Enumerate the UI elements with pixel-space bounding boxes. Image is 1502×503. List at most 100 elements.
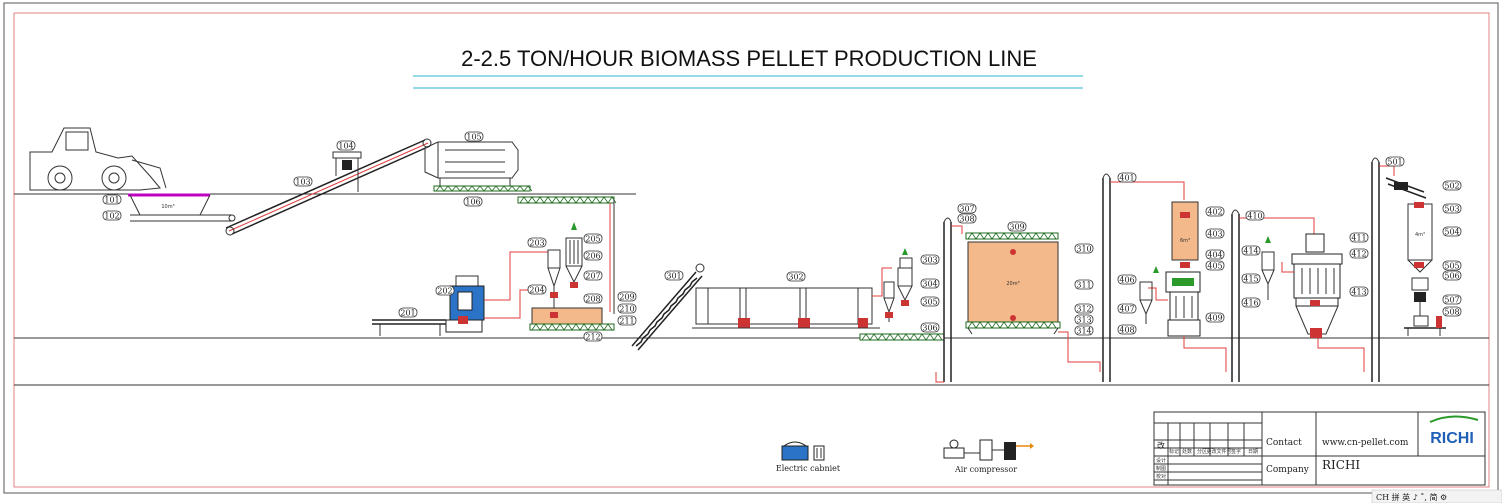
cyclone-203: [547, 249, 561, 316]
ime-toolbar-text: CH 拼 英 ♪ ˚, 简 ⚙: [1376, 492, 1447, 502]
chute-to-501: [1317, 338, 1365, 372]
inclined-screw-301: [631, 263, 705, 351]
svg-text:507: 507: [1444, 296, 1459, 305]
tag-411: 411: [1349, 232, 1369, 243]
air-duct-204: [484, 251, 548, 301]
tag-503: 503: [1442, 203, 1462, 214]
svg-text:106: 106: [465, 198, 480, 207]
sheet-border-outer: [3, 2, 1499, 494]
tag-404: 404: [1205, 249, 1225, 260]
tag-209: 209: [617, 291, 637, 302]
vibrating-screen-502: [1385, 177, 1427, 199]
screw-306-zigzag: [861, 333, 943, 341]
svg-text:404: 404: [1207, 251, 1222, 260]
bucket-elevator-307: [935, 217, 963, 383]
tag-102: 102: [102, 210, 122, 221]
tag-412: 412: [1349, 248, 1369, 259]
ime-toolbar[interactable]: [1371, 489, 1502, 503]
svg-text:403: 403: [1207, 230, 1222, 239]
tag-206: 206: [583, 250, 603, 261]
air-duct-303: [872, 267, 892, 297]
air-compressor-label: Air compressor: [954, 465, 1017, 474]
tag-207: 207: [583, 270, 603, 281]
tag-205: 205: [583, 233, 603, 244]
bucket-elevator-501: [1371, 157, 1395, 382]
electric-cabinet-label: Electric cabniet: [776, 464, 841, 473]
tag-508: 508: [1442, 306, 1462, 317]
title-block: [1153, 411, 1486, 486]
svg-text:503: 503: [1444, 205, 1459, 214]
svg-text:304: 304: [922, 280, 937, 289]
tag-413: 413: [1349, 286, 1369, 297]
svg-text:402: 402: [1207, 208, 1222, 217]
tag-202: 202: [435, 285, 455, 296]
svg-text:207: 207: [585, 272, 600, 281]
svg-text:506: 506: [1444, 272, 1459, 281]
tag-305: 305: [920, 296, 940, 307]
svg-text:405: 405: [1207, 262, 1222, 271]
screw-106b-zigzag: [519, 196, 617, 204]
svg-text:201: 201: [400, 309, 415, 318]
belt-conveyor-103: [225, 138, 432, 236]
svg-text:205: 205: [585, 235, 600, 244]
title-block-hdr-2: 处数: [1182, 448, 1192, 455]
tag-203: 203: [527, 237, 547, 248]
feeding-belt-201: [372, 319, 446, 336]
svg-text:20m³: 20m³: [1006, 281, 1019, 287]
sheet-border-inner: [13, 12, 1490, 488]
title-block-hdr-3: 分区: [1197, 448, 1207, 455]
tag-414: 414: [1241, 245, 1261, 256]
tag-403: 403: [1205, 228, 1225, 239]
svg-text:307: 307: [959, 205, 974, 214]
cooler-411: [1291, 233, 1343, 338]
svg-text:409: 409: [1207, 314, 1222, 323]
title-block-hdr-5: 签字: [1231, 448, 1241, 455]
tag-407: 407: [1117, 303, 1137, 314]
svg-text:408: 408: [1119, 326, 1134, 335]
title-block-hdr-4: 更改文件号: [1206, 448, 1231, 455]
cyclone-406: [1139, 266, 1159, 324]
svg-text:212: 212: [585, 333, 600, 342]
tag-210: 210: [617, 303, 637, 314]
svg-text:416: 416: [1243, 299, 1258, 308]
rotary-dryer-302: [692, 287, 880, 329]
svg-text:RICHI: RICHI: [1430, 430, 1474, 447]
screw-conveyor-306: [859, 333, 945, 341]
svg-text:102: 102: [104, 212, 119, 221]
svg-text:303: 303: [922, 256, 937, 265]
tag-402: 402: [1205, 206, 1225, 217]
svg-text:308: 308: [959, 215, 974, 224]
title-block-rev-mark: 改: [1157, 440, 1165, 450]
svg-text:10m³: 10m³: [161, 204, 174, 210]
trommel-screen-105: [424, 141, 519, 186]
svg-text:301: 301: [666, 272, 681, 281]
svg-text:314: 314: [1076, 327, 1091, 336]
tag-105: 105: [464, 131, 484, 142]
hammer-mill-202: [445, 275, 485, 333]
tag-309: 309: [1007, 221, 1027, 232]
title-block-design: 设计: [1156, 457, 1166, 464]
dry-material-bin-209: [529, 307, 615, 331]
svg-text:411: 411: [1351, 234, 1366, 243]
svg-text:505: 505: [1444, 262, 1459, 271]
svg-text:101: 101: [104, 196, 119, 205]
tag-104: 104: [336, 140, 356, 151]
tag-106: 106: [463, 196, 483, 207]
tag-410: 410: [1245, 210, 1265, 221]
svg-text:406: 406: [1119, 276, 1134, 285]
svg-text:309: 309: [1009, 223, 1024, 232]
tag-314: 314: [1074, 325, 1094, 336]
tag-308: 308: [957, 213, 977, 224]
bucket-elevator-410: [1231, 209, 1315, 382]
tag-504: 504: [1442, 226, 1462, 237]
svg-text:105: 105: [466, 133, 481, 142]
title-block-hdr-1: 标记: [1169, 448, 1179, 455]
svg-text:6m³: 6m³: [1180, 238, 1190, 244]
air-duct-414: [1281, 262, 1294, 273]
tag-415: 415: [1241, 273, 1261, 284]
svg-text:208: 208: [585, 295, 600, 304]
svg-text:502: 502: [1444, 182, 1459, 191]
svg-text:310: 310: [1076, 245, 1091, 254]
tag-307: 307: [957, 203, 977, 214]
